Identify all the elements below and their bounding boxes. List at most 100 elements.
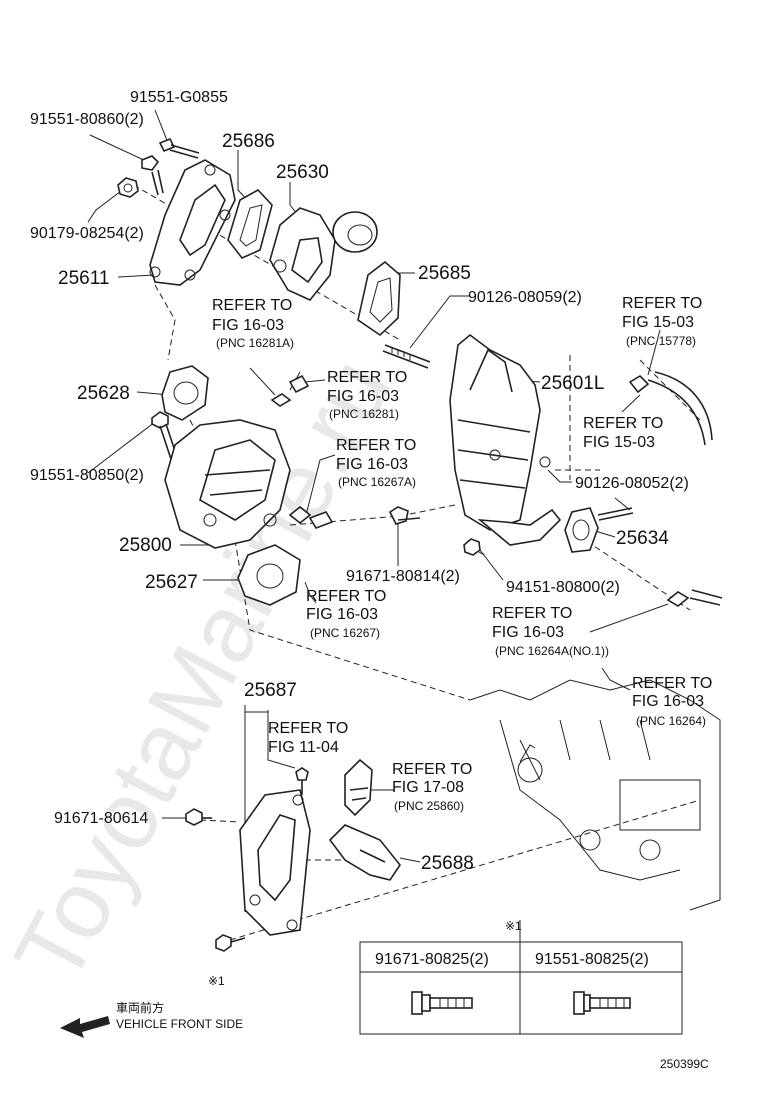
ref-pnc: (PNC 25860) [394,799,464,813]
footnote-mark: ※1 [208,974,225,988]
egr-cooler-25601l[interactable] [449,333,562,546]
label-25630[interactable]: 25630 [276,162,329,183]
egr-sensor-25860[interactable] [344,758,373,817]
label-91551-g0855[interactable]: 91551-G0855 [130,89,228,106]
ref-pnc: (PNC 16264A(NO.1)) [495,644,609,658]
hose-16264a[interactable] [666,589,723,607]
label-25628[interactable]: 25628 [77,383,130,404]
ref-16264[interactable]: REFER TO FIG 16-03 (PNC 16264) [632,675,712,728]
direction-jp: 車両前方 [116,1000,164,1015]
bolt-11-04[interactable] [295,767,309,795]
ref-line2: FIG 16-03 [212,317,284,334]
egr-flange-25611[interactable] [149,159,236,286]
bolt-91551-80825-icon [573,991,631,1015]
nut-94151-80800[interactable] [463,538,481,556]
engine-block [469,679,721,911]
bracket-25687[interactable] [239,789,311,936]
ref-line2: FIG 16-03 [492,624,564,641]
label-90126-08052[interactable]: 90126-08052(2) [575,475,689,492]
hose-16267[interactable] [308,511,334,529]
ref-line1: REFER TO [632,675,712,692]
label-25601l[interactable]: 25601L [541,373,604,394]
ref-line1: REFER TO [327,369,407,386]
ref-pnc: (PNC 16267) [310,626,380,640]
ref-16267[interactable]: REFER TO FIG 16-03 (PNC 16267) [306,588,386,640]
leader-lines [87,109,669,945]
ref-25860[interactable]: REFER TO FIG 17-08 (PNC 25860) [392,761,472,813]
label-90126-08059[interactable]: 90126-08059(2) [468,289,582,306]
egr-valve-25630[interactable] [269,207,378,301]
ref-16281a[interactable]: REFER TO FIG 16-03 (PNC 16281A) [212,297,294,350]
bolt-table: ※1 91671-80825(2) 91551-80825(2) [359,919,683,1035]
gasket-25627[interactable] [237,544,301,606]
label-25627[interactable]: 25627 [145,572,198,593]
table-col1-header: 91671-80825(2) [375,951,489,968]
label-25686[interactable]: 25686 [222,131,275,152]
stud-90126-08059[interactable] [382,344,431,369]
label-91671-80814[interactable]: 91671-80814(2) [346,568,460,585]
ref-line1: REFER TO [392,761,472,778]
ref-11-04[interactable]: REFER TO FIG 11-04 [268,720,348,756]
ref-line2: FIG 16-03 [632,693,704,710]
ref-pnc: (PNC 15778) [626,334,696,348]
ref-pnc: (PNC 16281A) [216,336,294,350]
bolt-91671-80814[interactable] [388,506,421,525]
ref-pnc: (PNC 16281) [329,407,399,421]
label-25687[interactable]: 25687 [244,680,297,701]
ref-16267a[interactable]: REFER TO FIG 16-03 (PNC 16267A) [336,437,416,489]
label-94151-80800[interactable]: 94151-80800(2) [506,579,620,596]
diagram-code: 250399C [660,1057,709,1071]
ref-line2: FIG 15-03 [622,314,694,331]
label-25800[interactable]: 25800 [119,535,172,556]
ref-line2: FIG 17-08 [392,779,464,796]
ref-pnc: (PNC 16264) [636,714,706,728]
bolt-91551-80860[interactable] [141,155,164,196]
gasket-25628[interactable] [161,365,209,421]
label-25688[interactable]: 25688 [421,853,474,874]
direction-en: VEHICLE FRONT SIDE [116,1017,243,1031]
ref-16264a[interactable]: REFER TO FIG 16-03 (PNC 16264A(NO.1)) [492,605,609,658]
bracket-25688[interactable] [328,824,401,881]
egr-valve-25800[interactable] [164,419,291,549]
table-note: ※1 [505,919,522,933]
bolt-91551-g0855[interactable] [158,137,200,159]
gasket-25685[interactable] [357,260,401,337]
hose-clamp-16281a[interactable] [270,393,292,407]
label-91551-80860[interactable]: 91551-80860(2) [30,111,144,128]
label-91671-80614[interactable]: 91671-80614 [54,810,148,827]
bolt-91671-80825-icon [411,991,473,1015]
vehicle-front-indicator: 車両前方 VEHICLE FRONT SIDE [60,1000,243,1038]
ref-16281[interactable]: REFER TO FIG 16-03 (PNC 16281) [327,369,407,421]
nut-90179-08254[interactable] [117,177,139,198]
hose-fitting-16281[interactable] [288,374,310,394]
ref-line2: FIG 16-03 [306,606,378,623]
label-25611[interactable]: 25611 [58,268,109,289]
label-90179-08254[interactable]: 90179-08254(2) [30,225,144,242]
ref-line2: FIG 15-03 [583,434,655,451]
ref-line1: REFER TO [492,605,572,622]
bolt-footnote-1[interactable] [215,934,246,952]
ref-15-03[interactable]: REFER TO FIG 15-03 [583,415,663,451]
gasket-25634[interactable] [564,507,599,553]
part-labels: 91551-G0855 91551-80860(2) 25686 25630 9… [30,89,689,874]
bolt-91551-80850[interactable] [151,411,179,463]
ref-line2: FIG 16-03 [336,456,408,473]
ref-line2: FIG 11-04 [268,739,339,756]
label-25634[interactable]: 25634 [616,528,669,549]
stud-90126-08052[interactable] [597,507,634,521]
ref-line1: REFER TO [212,297,292,314]
label-91551-80850[interactable]: 91551-80850(2) [30,467,144,484]
ref-line2: FIG 16-03 [327,388,399,405]
hose-clamp-16267a[interactable] [288,505,312,525]
label-25685[interactable]: 25685 [418,263,471,284]
ref-15778[interactable]: REFER TO FIG 15-03 (PNC 15778) [622,295,702,348]
ref-line1: REFER TO [336,437,416,454]
ref-line1: REFER TO [622,295,702,312]
bolt-91671-80614[interactable] [185,808,212,826]
ref-line1: REFER TO [583,415,663,432]
gasket-25686[interactable] [227,188,273,259]
arrow-left-icon [60,1016,110,1038]
hose-15778[interactable] [628,371,713,446]
